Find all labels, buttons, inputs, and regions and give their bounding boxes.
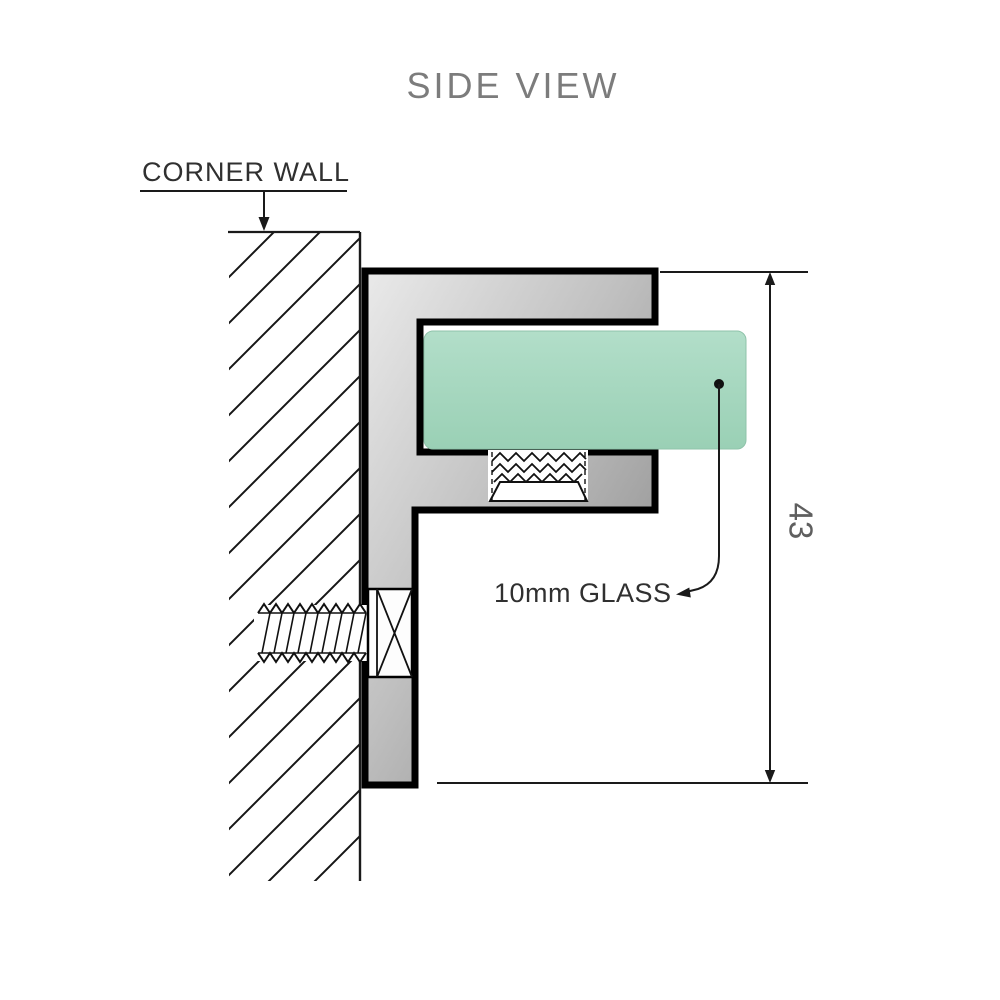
screw-head	[366, 587, 414, 679]
glass-callout-label: 10mm GLASS	[494, 578, 672, 608]
screw-head-detail	[376, 588, 413, 678]
wall-section	[228, 230, 362, 881]
screw-thread-crests	[257, 602, 367, 664]
corner-wall-arrowhead	[258, 217, 270, 231]
dimension-text: 43	[782, 503, 819, 540]
glass-callout-arrowhead	[676, 587, 691, 598]
wall-hatching	[229, 233, 360, 881]
screw-thread-flanks	[261, 612, 367, 654]
mounting-screw	[254, 587, 414, 679]
grub-screw-hidden-lines	[491, 452, 586, 500]
grub-screw-base	[488, 481, 589, 502]
dimension-extension-lines	[437, 271, 808, 784]
grub-screw-threads	[491, 451, 587, 484]
grub-screw	[488, 450, 589, 502]
corner-wall-label: CORNER WALL	[142, 157, 350, 187]
screw-shaft-edges	[258, 612, 366, 654]
glass-callout-leader	[681, 384, 720, 594]
dimension-arrow-bottom	[764, 770, 776, 783]
corner-wall-leader-line	[140, 190, 347, 224]
glass-callout: 10mm GLASS	[494, 379, 724, 608]
page-title: SIDE VIEW	[406, 65, 619, 106]
bracket-profile	[361, 267, 659, 789]
corner-wall-callout: CORNER WALL	[140, 157, 350, 231]
glass-panel	[423, 330, 747, 450]
dimension-43: 43	[437, 271, 819, 784]
dimension-arrow-top	[764, 272, 776, 285]
